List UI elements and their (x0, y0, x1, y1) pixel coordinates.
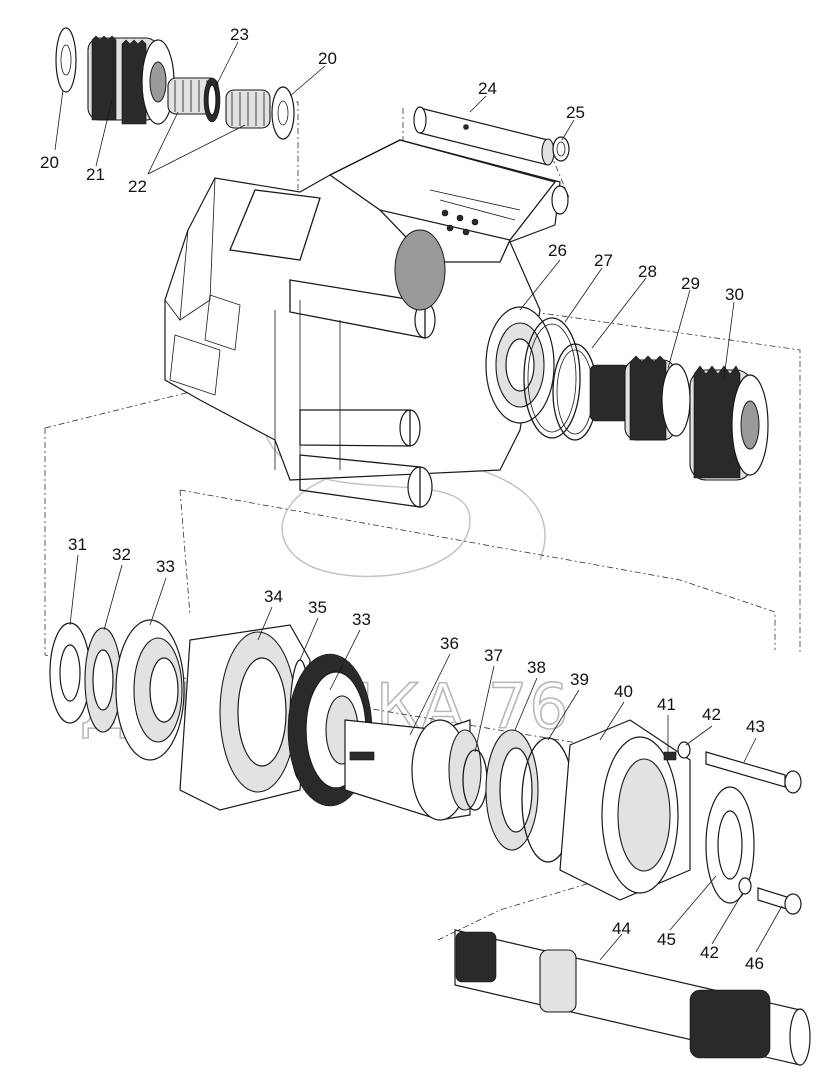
part-42-washer-bottom (738, 877, 752, 895)
callout-42-top: 42 (702, 705, 721, 724)
part-27-circlip (523, 317, 581, 439)
part-42-washer-top (677, 741, 691, 759)
part-41-bolt (663, 751, 677, 761)
part-33-bearing-left (115, 619, 185, 761)
part-25-ring (552, 136, 570, 162)
part-43-bolt (705, 751, 802, 794)
part-23-snap-ring (203, 77, 221, 123)
callout-31: 31 (68, 535, 87, 554)
part-44-output-shaft (454, 929, 811, 1066)
callout-34: 34 (264, 587, 283, 606)
callout-22: 22 (128, 177, 147, 196)
part-29-splined-gear (589, 355, 691, 441)
callout-labels: 20 21 22 23 20 24 25 26 27 28 29 30 31 3… (40, 25, 765, 973)
part-36-hub (344, 719, 482, 821)
callout-33-left: 33 (156, 557, 175, 576)
callout-42-bottom: 42 (700, 943, 719, 962)
part-26-bearing (485, 306, 555, 424)
callout-20-left: 20 (40, 153, 59, 172)
part-20-washer-left (55, 27, 77, 93)
part-31-nut (49, 622, 91, 724)
callout-44: 44 (612, 919, 631, 938)
part-32-tab-washer (84, 627, 122, 733)
leader-lines (54, 41, 783, 961)
part-21-double-gear (87, 35, 175, 125)
callout-24: 24 (478, 79, 497, 98)
callout-26: 26 (548, 241, 567, 260)
callout-35: 35 (308, 598, 327, 617)
callout-28: 28 (638, 262, 657, 281)
callout-39: 39 (570, 670, 589, 689)
callout-23: 23 (230, 25, 249, 44)
callout-46: 46 (745, 954, 764, 973)
callout-25: 25 (566, 103, 585, 122)
callout-37: 37 (484, 646, 503, 665)
callout-36: 36 (440, 634, 459, 653)
part-34-seal-cover (179, 624, 311, 811)
callout-32: 32 (112, 545, 131, 564)
callout-29: 29 (681, 274, 700, 293)
callout-33-right: 33 (352, 610, 371, 629)
callout-38: 38 (527, 658, 546, 677)
part-40-flange-cover (559, 719, 691, 901)
part-38-seal (485, 729, 539, 851)
part-20-washer-right (271, 86, 295, 140)
callout-27: 27 (594, 251, 613, 270)
callout-30: 30 (725, 285, 744, 304)
part-33-bearing-right (287, 653, 373, 807)
callout-45: 45 (657, 930, 676, 949)
part-30-gear (689, 365, 769, 481)
part-46-bolt (757, 887, 802, 915)
callout-21: 21 (86, 165, 105, 184)
callout-40: 40 (614, 682, 633, 701)
callout-41: 41 (657, 695, 676, 714)
callout-43: 43 (746, 717, 765, 736)
callout-20-right: 20 (318, 49, 337, 68)
part-45-gasket (705, 786, 755, 904)
part-22-needle-bearing (225, 89, 271, 129)
part-24-shaft-pin (413, 106, 555, 166)
gearbox-housing (164, 139, 569, 508)
